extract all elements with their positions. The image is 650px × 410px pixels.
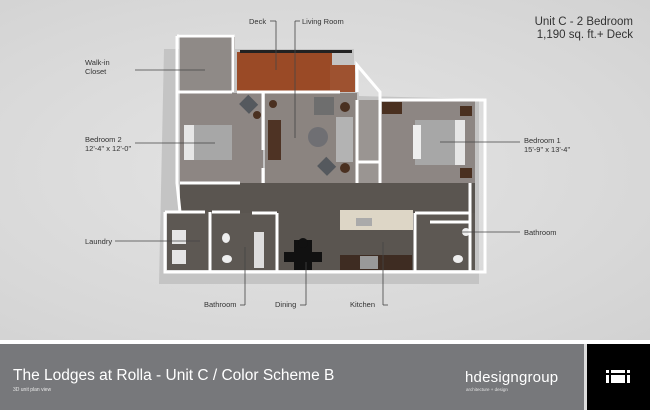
walls (163, 34, 487, 274)
label-bathroom-right: Bathroom (524, 228, 557, 237)
kitchen-sink (356, 218, 372, 226)
unit-area: 1,190 sq. ft.+ Deck (536, 29, 633, 41)
bathtub (254, 232, 264, 268)
bathroom2-floor (212, 213, 277, 270)
footer-title: The Lodges at Rolla - Unit C / Color Sch… (13, 367, 335, 384)
unit-title: Unit C - 2 Bedroom (534, 16, 633, 28)
side-table (340, 102, 350, 112)
label-kitchen: Kitchen (350, 300, 376, 309)
side-table (269, 100, 277, 108)
deck-floor-ext (330, 65, 355, 92)
armchair (314, 97, 334, 115)
label-living-room: Living Room (302, 17, 344, 26)
tv-stand (268, 120, 281, 160)
label-bedroom1-name: Bedroom 1 (524, 136, 561, 145)
label-bedroom2-size: 12'-4" x 12'-0" (85, 144, 132, 153)
bed1-pillows (455, 120, 465, 165)
hall-closet-floor (357, 100, 380, 183)
logo-box (587, 344, 650, 410)
floor-plan (115, 20, 520, 306)
bedroom2-chair (239, 94, 259, 114)
sofa (336, 117, 353, 162)
kitchen-island (340, 210, 413, 230)
bathroom2-toilet (222, 255, 232, 263)
bed2-pillows (184, 125, 194, 160)
deck-railing (240, 50, 352, 53)
label-bathroom-bottom: Bathroom (204, 300, 237, 309)
dining-chair (298, 238, 308, 248)
hdesign-mark-icon (606, 370, 630, 383)
side-table (340, 163, 350, 173)
nightstand (460, 106, 472, 116)
footer-subtitle: 3D unit plan view (13, 387, 52, 393)
label-walk-in-line1: Walk-in (85, 58, 110, 67)
label-laundry: Laundry (85, 237, 113, 246)
dining-chairs (284, 252, 322, 262)
label-bedroom1-size: 15'-9" x 13'-4" (524, 145, 571, 154)
deck-floor (237, 52, 332, 92)
divider (0, 340, 650, 344)
label-deck: Deck (249, 17, 267, 26)
side-table (253, 111, 261, 119)
label-closet-line2: Closet (85, 67, 107, 76)
washer (172, 230, 186, 244)
bed1-bench (413, 125, 421, 159)
walk-in-closet-floor (180, 37, 235, 92)
footer-band (0, 344, 584, 410)
unit-info: Unit C - 2 Bedroom 1,190 sq. ft.+ Deck (535, 16, 633, 42)
stove (360, 256, 378, 269)
label-bedroom2-name: Bedroom 2 (85, 135, 122, 144)
brand-name: hdesigngroup (465, 369, 559, 386)
brand-tagline: architecture + design (466, 387, 508, 392)
leader-lines (115, 20, 520, 306)
bathroom1-toilet (453, 255, 463, 263)
bathroom2-sink (222, 233, 230, 243)
label-dining: Dining (275, 300, 297, 309)
dresser (382, 102, 402, 114)
nightstand (460, 168, 472, 178)
accent-chair (317, 156, 337, 176)
dryer (172, 250, 186, 264)
coffee-table (308, 127, 328, 147)
